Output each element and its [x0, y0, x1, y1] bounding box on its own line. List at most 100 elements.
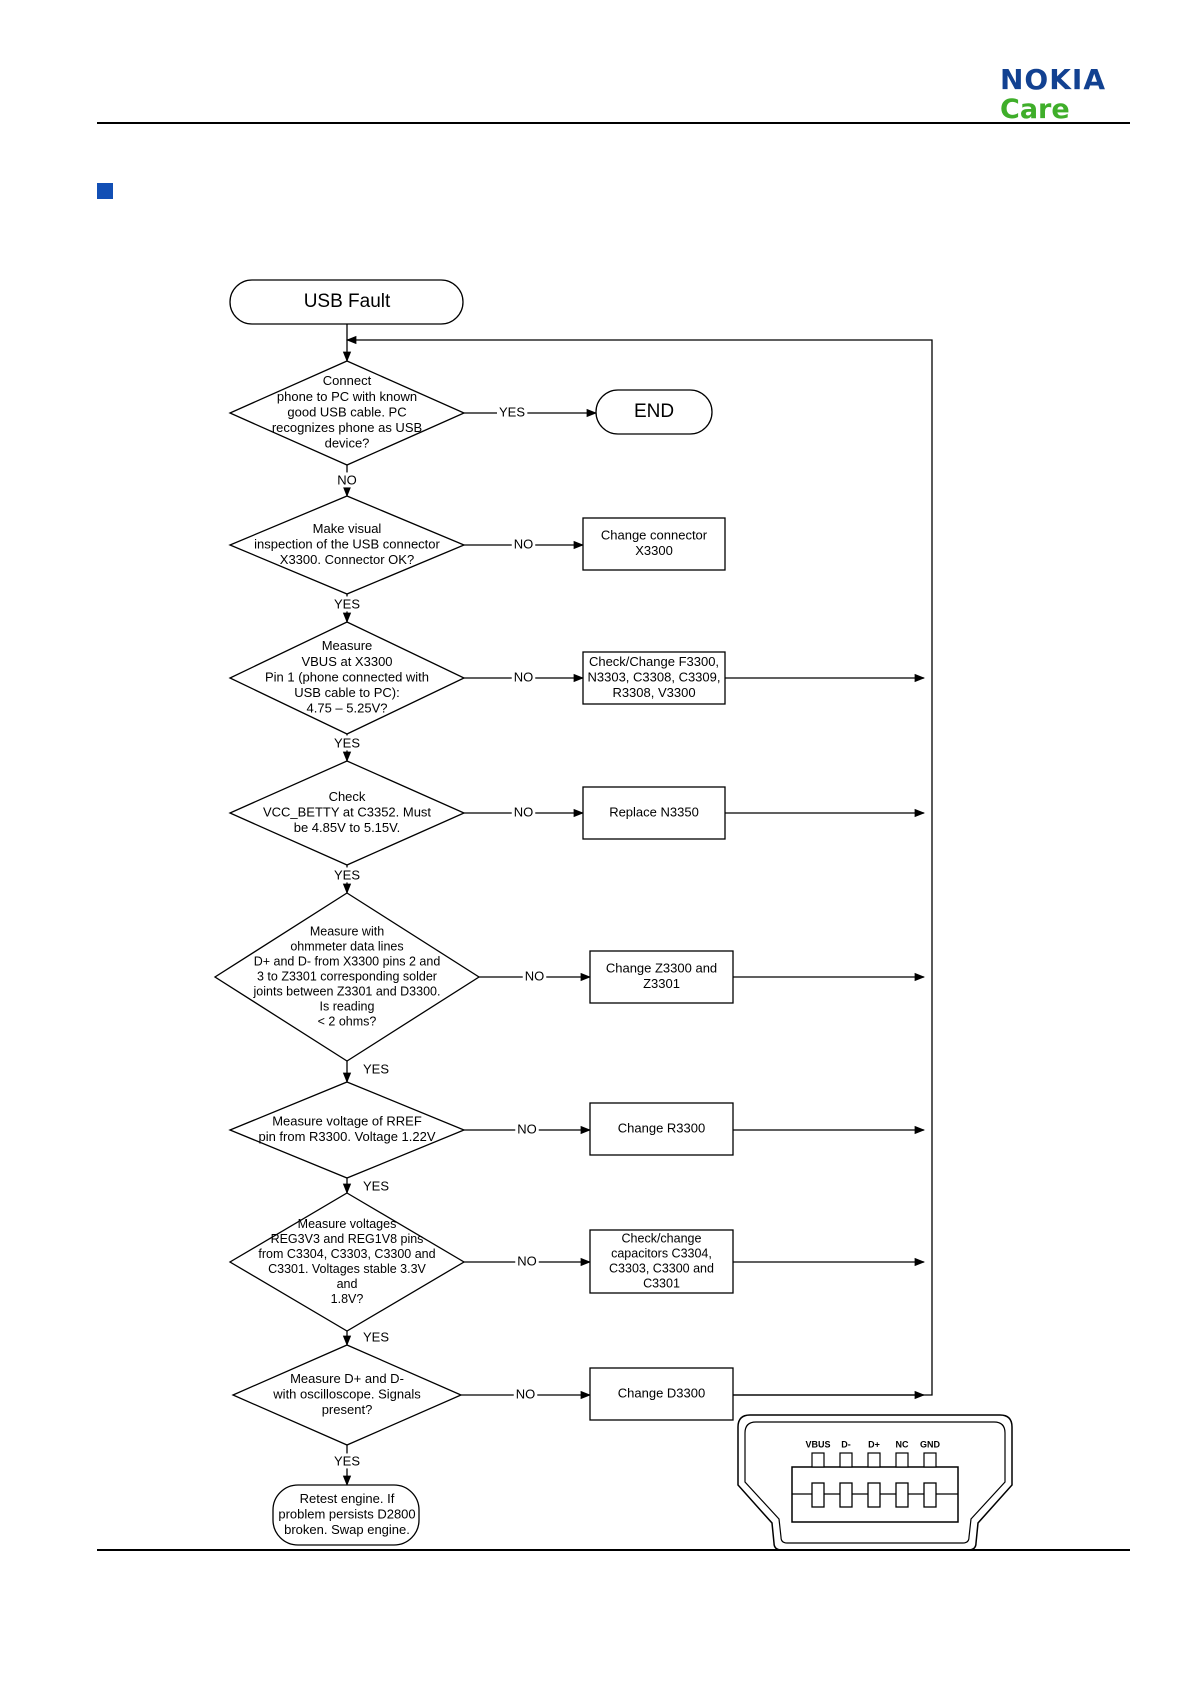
final-terminator-line: problem persists D2800	[278, 1506, 415, 1521]
label-no-2: NO	[514, 669, 534, 684]
decision-2-text-line: inspection of the USB connector	[254, 536, 440, 551]
action-2	[582, 651, 726, 705]
label-no-first: NO	[337, 472, 357, 487]
logo-nokia-text: NOKIA	[1000, 63, 1107, 96]
action-6-text-line: capacitors C3304,	[611, 1246, 712, 1260]
end-label: END	[634, 401, 674, 422]
decision-1-text-line: phone to PC with known	[277, 389, 417, 404]
action-7-text-line: Change D3300	[618, 1385, 705, 1400]
action-5	[589, 1102, 734, 1156]
decision-2-text-line: Make visual	[313, 521, 382, 536]
decision-3-text-line: VBUS at X3300	[301, 654, 392, 669]
usb-pin-label: D-	[841, 1439, 851, 1449]
decision-6-text-line: Measure voltage of RREF	[272, 1114, 422, 1129]
usb-pin-4	[895, 1482, 909, 1508]
decision-3-text-line: USB cable to PC):	[294, 685, 400, 700]
label-no-7: NO	[516, 1386, 536, 1401]
label-yes-5: YES	[363, 1178, 389, 1193]
action-5-text-line: Change R3300	[618, 1120, 705, 1135]
decision-7-text-line: Measure voltages	[298, 1217, 397, 1231]
action-1-text-line: X3300	[635, 543, 673, 558]
action-6	[589, 1229, 734, 1294]
usb-pin-2	[839, 1482, 853, 1508]
usb-pin-5	[923, 1482, 937, 1508]
decision-7-text-line: C3301. Voltages stable 3.3V	[268, 1262, 426, 1276]
decision-4-text-line: be 4.85V to 5.15V.	[294, 820, 401, 835]
final-terminator-line: broken. Swap engine.	[284, 1522, 410, 1537]
usb-pin-top-1	[811, 1452, 825, 1468]
connector-loop-return	[345, 335, 933, 1396]
label-no-3: NO	[514, 804, 534, 819]
usb-pin-label: NC	[896, 1439, 909, 1449]
header-rule	[97, 122, 1130, 124]
action-2-text-line: N3303, C3308, C3309,	[588, 669, 721, 684]
decision-1-text-line: Connect	[323, 373, 372, 388]
label-yes-1: YES	[334, 596, 360, 611]
decision-3-text-line: Pin 1 (phone connected with	[265, 669, 429, 684]
decision-5-text-line: Measure with	[310, 924, 384, 938]
decision-8-text-line: Measure D+ and D-	[290, 1371, 404, 1386]
decision-6-text-line: pin from R3300. Voltage 1.22V	[258, 1129, 435, 1144]
nokia-care-logo: NOKIA Care	[1000, 64, 1135, 128]
decision-3	[228, 621, 466, 735]
action-3	[582, 786, 726, 840]
decision-2	[228, 495, 466, 595]
start-terminator	[229, 279, 464, 325]
usb-pin-top-5	[923, 1452, 937, 1468]
label-yes-7: YES	[334, 1453, 360, 1468]
usb-pin-3	[867, 1482, 881, 1508]
decision-7	[228, 1192, 466, 1332]
start-label: USB Fault	[304, 291, 391, 312]
decision-6	[228, 1081, 466, 1179]
decision-3-text-line: Measure	[322, 638, 373, 653]
decision-3-text-line: 4.75 – 5.25V?	[307, 701, 388, 716]
label-yes-3: YES	[334, 867, 360, 882]
label-no-4: NO	[525, 968, 545, 983]
usb-outer-shell	[737, 1414, 1013, 1551]
usb-pin-label: D+	[868, 1439, 880, 1449]
label-no-1: NO	[514, 536, 534, 551]
action-4-text-line: Z3301	[643, 976, 680, 991]
label-yes-6: YES	[363, 1329, 389, 1344]
decision-5-text-line: ohmmeter data lines	[290, 939, 403, 953]
action-6-text-line: C3301	[643, 1276, 680, 1290]
decision-5-text-line: joints between Z3301 and D3300.	[253, 984, 441, 998]
action-2-text-line: Check/Change F3300,	[589, 654, 719, 669]
decision-5-text-line: D+ and D- from X3300 pins 2 and	[254, 954, 441, 968]
label-yes-end: YES	[499, 404, 525, 419]
decision-5-text-line: 3 to Z3301 corresponding solder	[257, 969, 437, 983]
label-yes-2: YES	[334, 735, 360, 750]
action-7	[589, 1367, 734, 1421]
usb-pin-top-3	[867, 1452, 881, 1468]
decision-7-text-line: 1.8V?	[331, 1292, 364, 1306]
decision-7-text-line: from C3304, C3303, C3300 and	[258, 1247, 435, 1261]
decision-4	[228, 760, 466, 866]
footer-rule	[97, 1549, 1130, 1551]
final-terminator-line: Retest engine. If	[300, 1491, 395, 1506]
action-1	[582, 517, 726, 571]
decision-1-text-line: device?	[325, 436, 370, 451]
label-yes-4: YES	[363, 1061, 389, 1076]
usb-pin-label: GND	[920, 1439, 941, 1449]
decision-8-text-line: present?	[322, 1402, 373, 1417]
usb-pin-top-4	[895, 1452, 909, 1468]
action-6-text-line: Check/change	[622, 1231, 702, 1245]
label-no-5: NO	[517, 1121, 537, 1136]
action-4-text-line: Change Z3300 and	[606, 961, 717, 976]
label-no-6: NO	[517, 1253, 537, 1268]
decision-4-text-line: VCC_BETTY at C3352. Must	[263, 804, 431, 819]
decision-8	[231, 1344, 463, 1446]
decision-1-text-line: good USB cable. PC	[287, 404, 406, 419]
usb-pin-top-2	[839, 1452, 853, 1468]
end-terminator	[595, 389, 713, 435]
usb-inner-shell	[744, 1421, 1006, 1544]
decision-8-text-line: with oscilloscope. Signals	[272, 1386, 421, 1401]
action-1-text-line: Change connector	[601, 528, 708, 543]
section-bullet	[97, 183, 113, 199]
decision-5	[213, 892, 481, 1062]
final-terminator	[272, 1484, 420, 1546]
action-2-text-line: R3308, V3300	[612, 685, 695, 700]
action-3-text-line: Replace N3350	[609, 804, 699, 819]
decision-7-text-line: and	[337, 1277, 358, 1291]
